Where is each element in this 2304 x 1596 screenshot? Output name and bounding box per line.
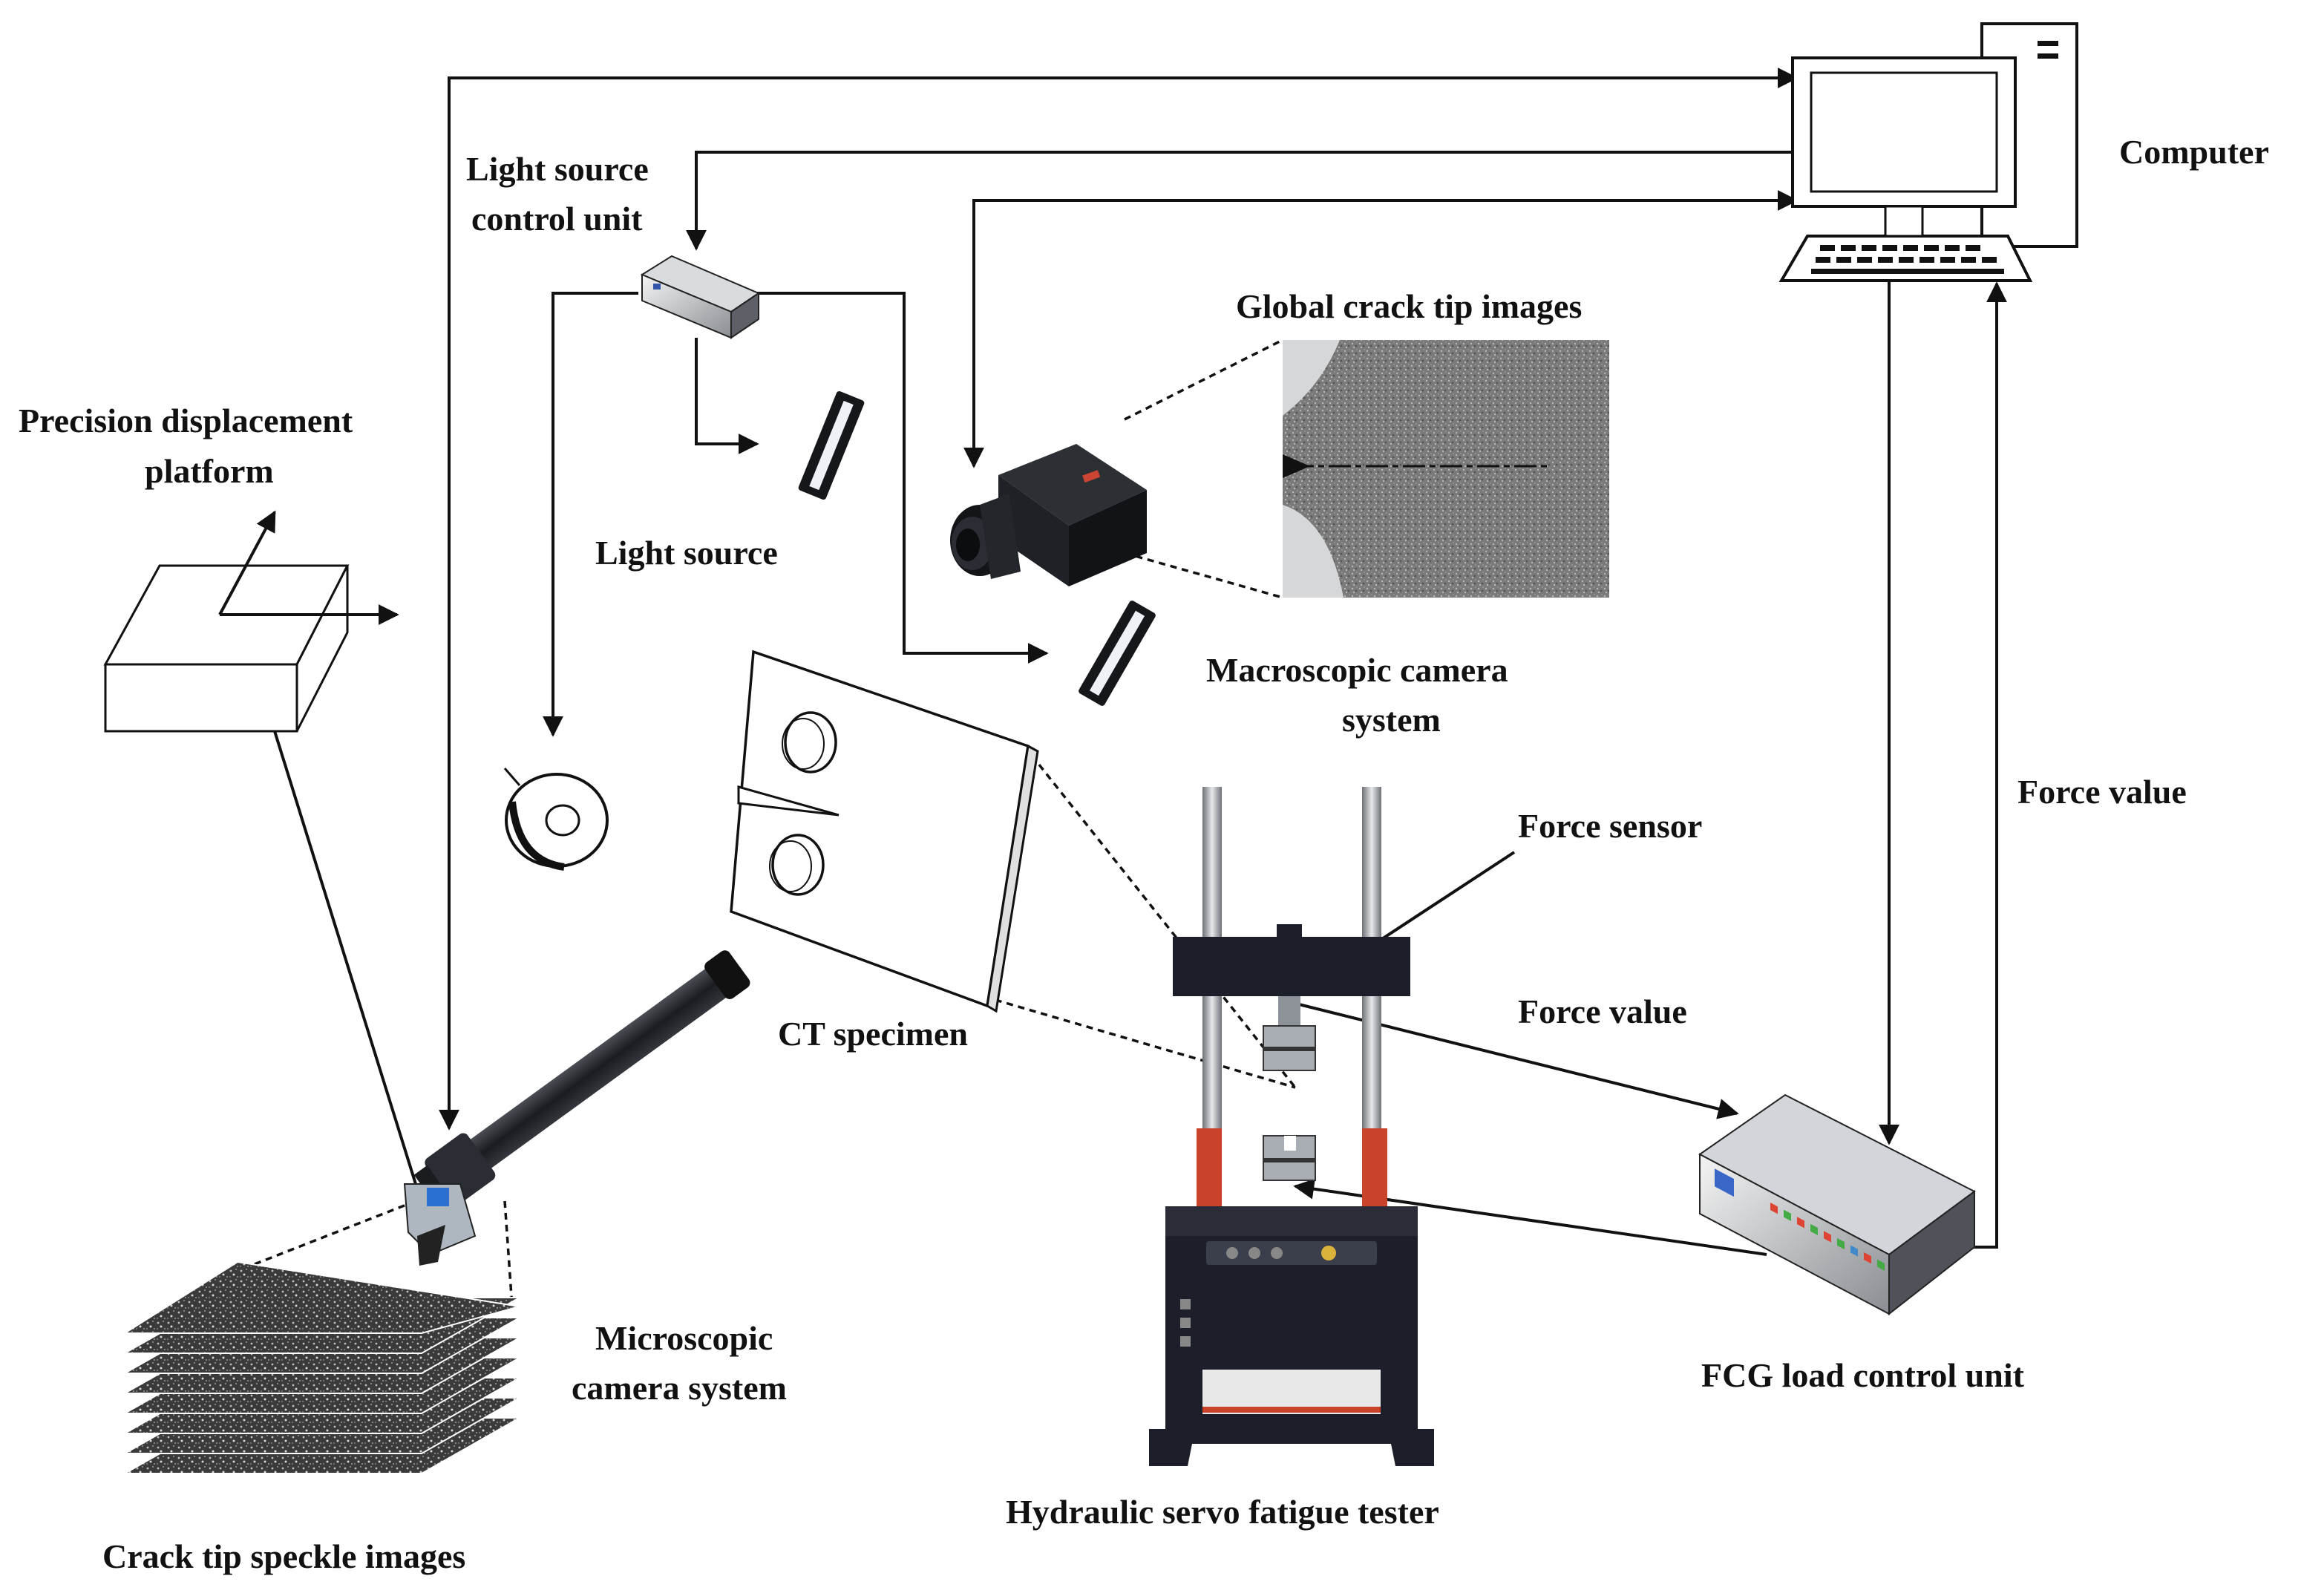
light-source-bar-1-icon xyxy=(798,390,865,500)
light-control-label-2: control unit xyxy=(471,200,643,238)
light-source-label: Light source xyxy=(595,534,778,572)
computer-label: Computer xyxy=(2119,133,2269,171)
connection-lines xyxy=(273,68,2007,1256)
ct-specimen-label: CT specimen xyxy=(778,1015,968,1053)
macroscopic-camera-label-1: Macroscopic camera xyxy=(1206,651,1508,689)
macroscopic-camera-label-2: system xyxy=(1342,701,1441,739)
macroscopic-camera-icon xyxy=(950,444,1147,586)
ring-light-icon xyxy=(503,768,609,871)
hydraulic-tester-label: Hydraulic servo fatigue tester xyxy=(1006,1493,1439,1531)
projection-lines xyxy=(240,339,1297,1307)
microscopic-camera-label-1: Microscopic xyxy=(595,1319,773,1357)
force-sensor-label: Force sensor xyxy=(1518,807,1702,845)
microscopic-camera-label-2: camera system xyxy=(572,1369,787,1407)
force-value-middle-label: Force value xyxy=(1518,992,1687,1030)
force-value-right-label: Force value xyxy=(2017,773,2187,811)
fcg-control-unit-icon xyxy=(1698,1093,1976,1316)
platform-label-1: Precision displacement xyxy=(19,402,353,439)
global-crack-tip-label: Global crack tip images xyxy=(1236,287,1582,325)
fcg-control-label: FCG load control unit xyxy=(1701,1356,2025,1394)
precision-platform-icon xyxy=(103,510,399,733)
speckle-image-stack xyxy=(122,1260,523,1474)
microscopic-camera-icon xyxy=(403,950,750,1266)
ct-specimen-icon xyxy=(730,650,1039,1013)
platform-label-2: platform xyxy=(145,452,274,490)
speckle-images-label: Crack tip speckle images xyxy=(102,1537,465,1575)
light-control-label-1: Light source xyxy=(466,150,649,188)
hydraulic-tester-icon xyxy=(1149,787,1434,1466)
global-crack-tip-image xyxy=(1283,340,1609,598)
light-control-unit-icon xyxy=(640,255,761,339)
light-source-bar-2-icon xyxy=(1079,601,1156,706)
computer-icon xyxy=(1778,22,2078,282)
